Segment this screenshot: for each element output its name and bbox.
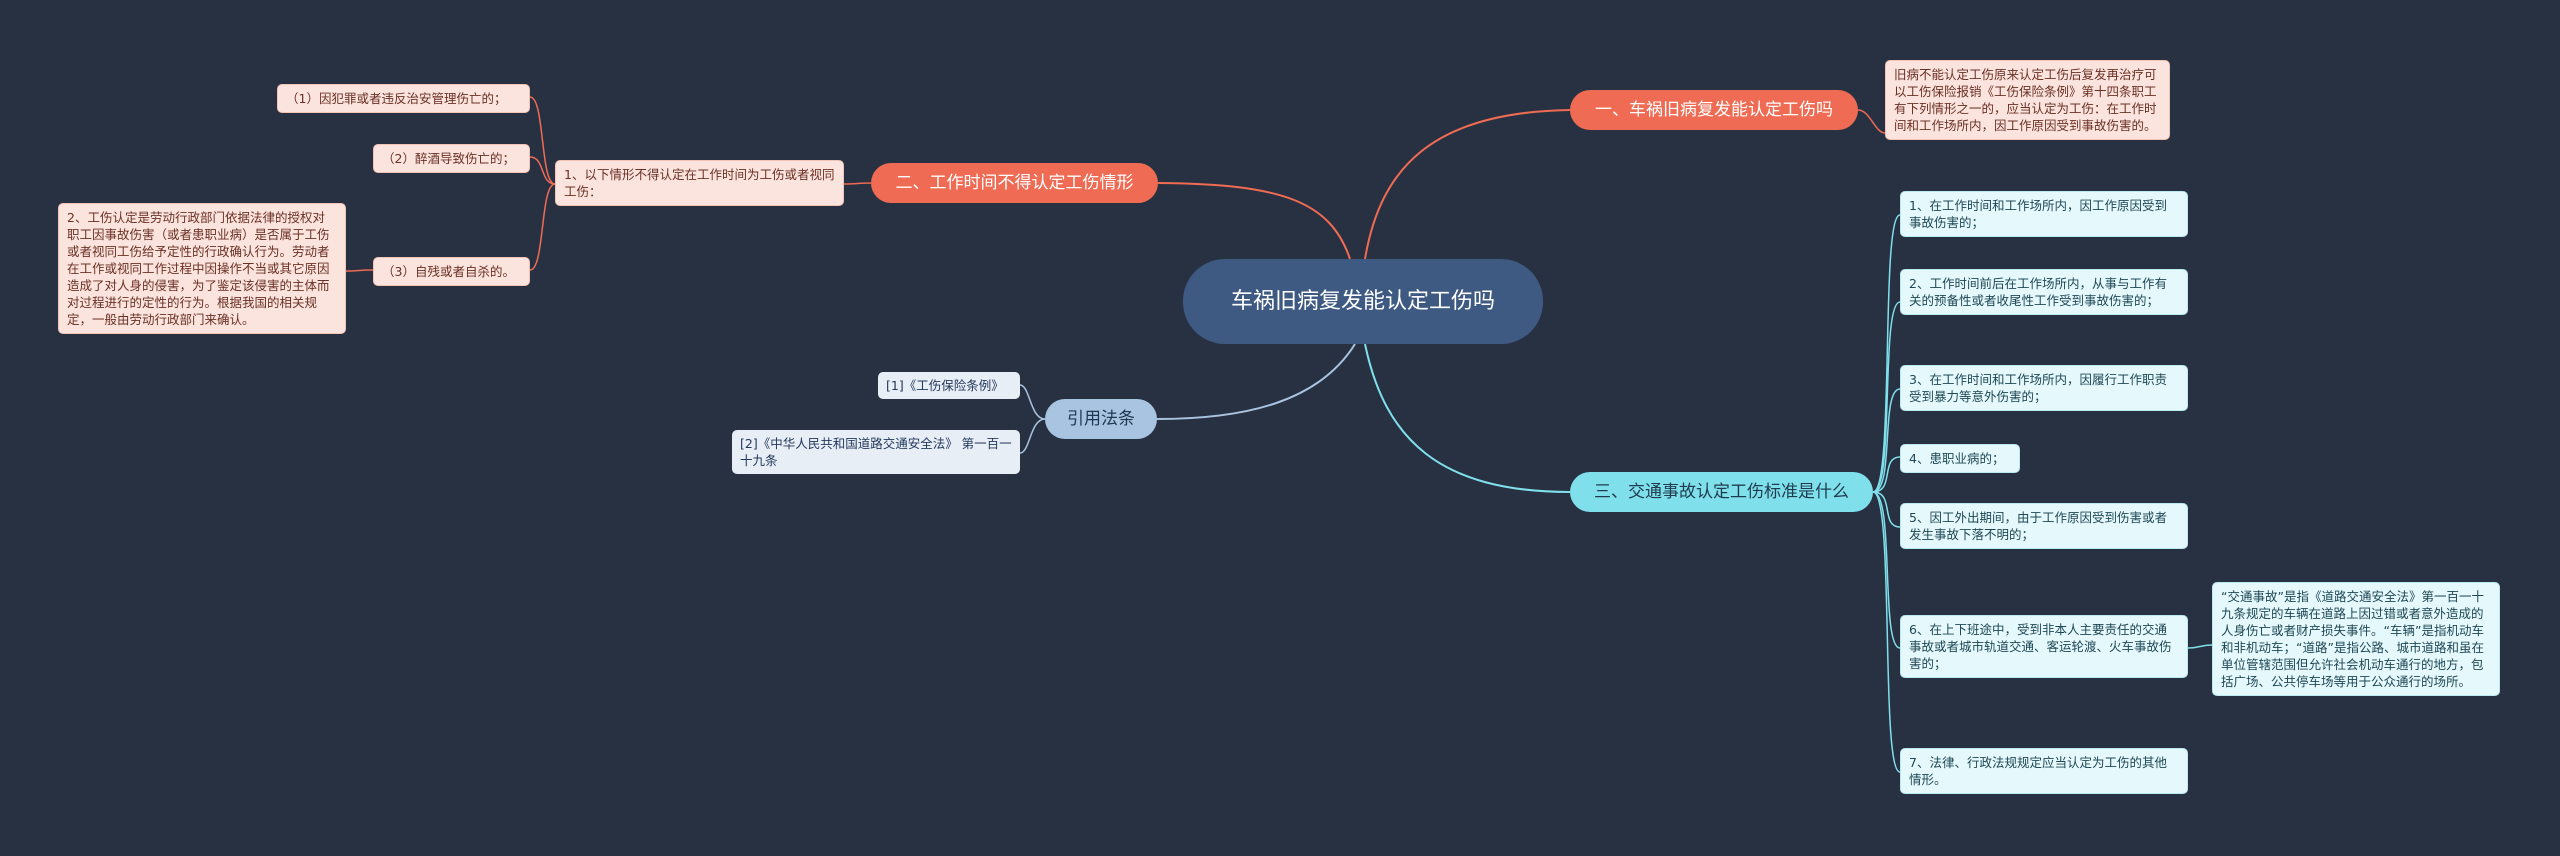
branch-4[interactable]: 引用法条 (1045, 399, 1157, 439)
branch-2[interactable]: 二、工作时间不得认定工伤情形 (871, 163, 1158, 203)
branch-1[interactable]: 一、车祸旧病复发能认定工伤吗 (1570, 90, 1858, 130)
law-citation-1: [1]《工伤保险条例》 (878, 372, 1020, 399)
branch-1-text: 旧病不能认定工伤原来认定工伤后复发再治疗可以工伤保险报销《工伤保险条例》第十四条… (1885, 60, 2170, 140)
branch-2-item-2: （2）醉酒导致伤亡的； (373, 144, 530, 173)
branch-3-item-6-note: “交通事故”是指《道路交通安全法》第一百一十九条规定的车辆在道路上因过错或者意外… (2212, 582, 2500, 696)
branch-2-item-1: （1）因犯罪或者违反治安管理伤亡的； (277, 84, 530, 113)
center-topic[interactable]: 车祸旧病复发能认定工伤吗 (1183, 259, 1543, 344)
branch-2-item-3: （3）自残或者自杀的。 (373, 257, 530, 286)
branch-2-sub: 1、以下情形不得认定在工作时间为工伤或者视同工伤： (555, 160, 844, 206)
branch-3-item-3: 3、在工作时间和工作场所内，因履行工作职责受到暴力等意外伤害的； (1900, 365, 2188, 411)
branch-3-item-1: 1、在工作时间和工作场所内，因工作原因受到事故伤害的； (1900, 191, 2188, 237)
branch-3-item-6: 6、在上下班途中，受到非本人主要责任的交通事故或者城市轨道交通、客运轮渡、火车事… (1900, 615, 2188, 678)
branch-3-item-2: 2、工作时间前后在工作场所内，从事与工作有关的预备性或者收尾性工作受到事故伤害的… (1900, 269, 2188, 315)
branch-3-item-4: 4、患职业病的； (1900, 444, 2020, 473)
branch-3-item-7: 7、法律、行政法规规定应当认定为工伤的其他情形。 (1900, 748, 2188, 794)
law-citation-2: [2]《中华人民共和国道路交通安全法》 第一百一十九条 (732, 430, 1020, 474)
branch-2-note: 2、工伤认定是劳动行政部门依据法律的授权对职工因事故伤害（或者患职业病）是否属于… (58, 203, 346, 334)
branch-3[interactable]: 三、交通事故认定工伤标准是什么 (1570, 472, 1873, 512)
branch-3-item-5: 5、因工外出期间，由于工作原因受到伤害或者发生事故下落不明的； (1900, 503, 2188, 549)
